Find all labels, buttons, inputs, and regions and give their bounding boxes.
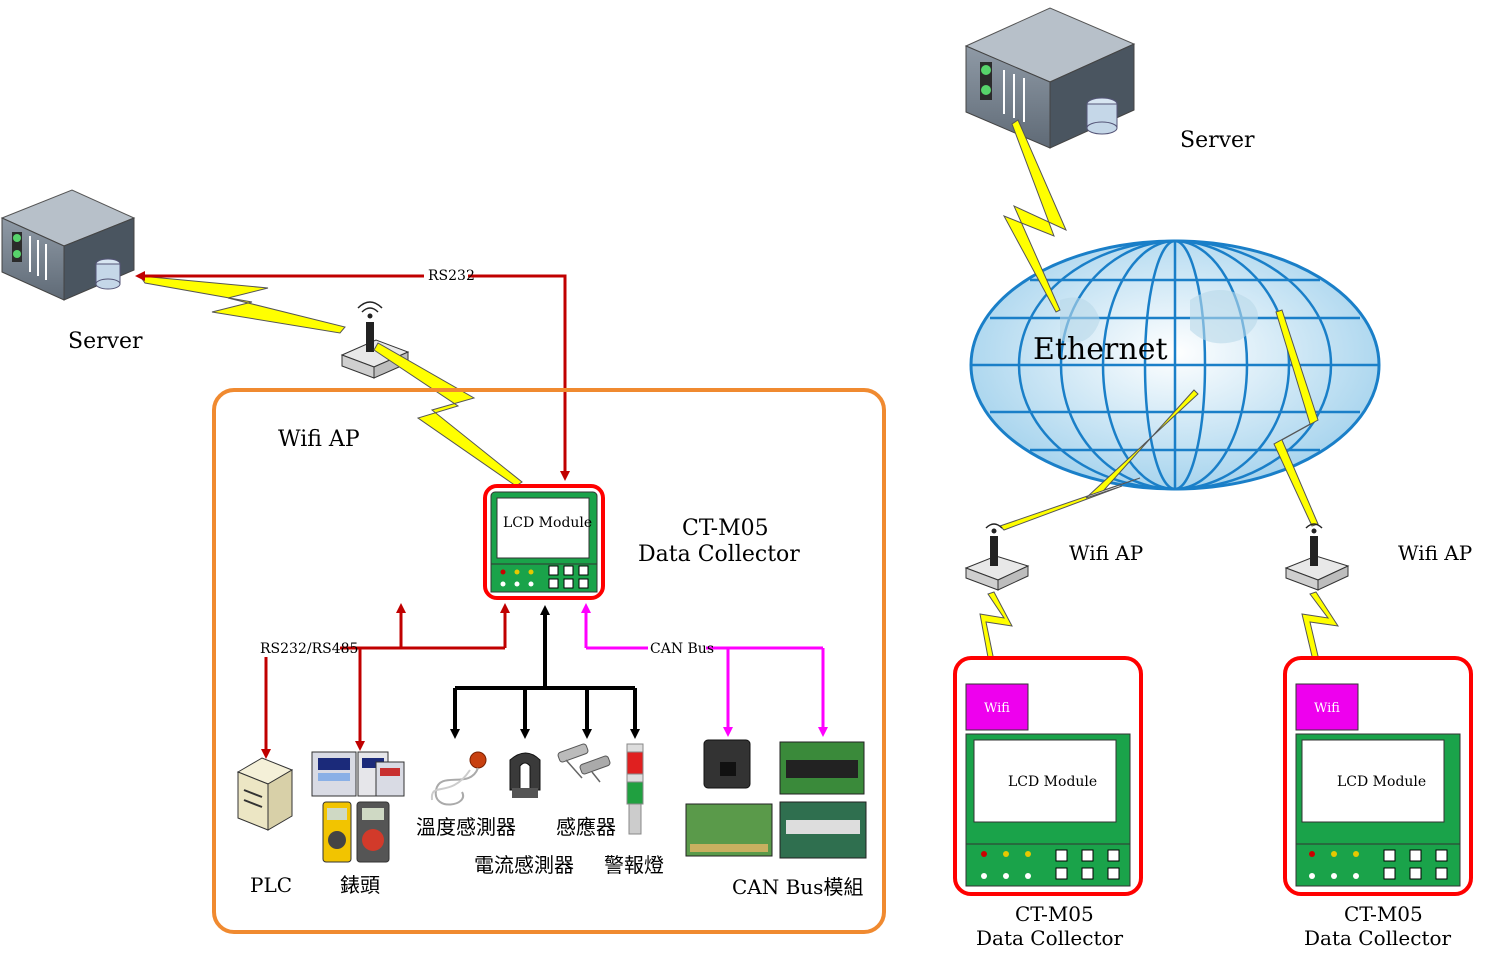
right-collector1-wifi-label: Wifi (984, 701, 1010, 716)
right-collector2-lcd-label: LCD Module (1337, 774, 1426, 790)
left-wifi-ap-label: Wifi AP (278, 427, 360, 452)
right-collector2-wifi-label: Wifi (1314, 701, 1340, 716)
current-sensor-icon (509, 752, 541, 798)
rs232-link-label: RS232 (428, 268, 475, 284)
lightning-server-globe (1002, 119, 1067, 313)
right-collector2-desc: Data Collector (1304, 926, 1452, 950)
can-bus-label: CAN Bus (650, 641, 714, 657)
right-collector1-desc: Data Collector (976, 926, 1124, 950)
plc-icon (236, 757, 294, 831)
left-lcd-label: LCD Module (503, 515, 592, 531)
ethernet-globe-icon (969, 239, 1381, 491)
lightning-ap-collector (373, 342, 523, 487)
right-collector1-device (953, 656, 1143, 896)
can-bus-link (581, 603, 828, 737)
right-wifi-ap2-label: Wifi AP (1398, 541, 1472, 565)
rs232-rs485-bus (258, 603, 510, 759)
meter-label: 錶頭 (340, 873, 380, 897)
field-devices-frame (212, 388, 886, 934)
can-module-icon (685, 739, 867, 859)
left-collector-desc: Data Collector (638, 542, 800, 567)
left-server-label: Server (68, 329, 143, 354)
sensor-label: 感應器 (556, 815, 616, 839)
right-wifi-ap1-label: Wifi AP (1069, 541, 1143, 565)
right-server-icon (964, 7, 1136, 149)
right-wifi-ap2-icon (1284, 523, 1350, 591)
left-collector-name: CT-M05 (682, 516, 769, 541)
alarm-light-icon (626, 743, 644, 835)
lightning-globe-ap1 (999, 389, 1199, 531)
current-sensor-label: 電流感測器 (474, 853, 574, 877)
right-collector2-name: CT-M05 (1344, 902, 1423, 926)
left-collector-device (483, 484, 605, 600)
right-collector2-device (1283, 656, 1473, 896)
meter-icon (311, 751, 405, 863)
sensor-bus (450, 605, 640, 739)
right-collector1-lcd-label: LCD Module (1008, 774, 1097, 790)
sensor-icon (557, 743, 611, 783)
right-server-label: Server (1180, 128, 1255, 153)
right-collector1-name: CT-M05 (1015, 902, 1094, 926)
alarm-light-label: 警報燈 (604, 853, 664, 877)
ethernet-label: Ethernet (1033, 332, 1168, 367)
left-server-icon (0, 189, 136, 301)
temp-sensor-icon (430, 751, 487, 806)
plc-label: PLC (250, 873, 292, 897)
right-wifi-ap1-icon (964, 523, 1030, 591)
rs232-rs485-label: RS232/RS485 (260, 641, 358, 657)
can-module-label: CAN Bus模組 (732, 875, 863, 899)
lightning-server-ap (138, 275, 346, 334)
lightning-globe-ap2 (1273, 309, 1319, 527)
temp-sensor-label: 溫度感測器 (416, 815, 516, 839)
rs232-link (135, 266, 570, 481)
left-wifi-ap-icon (340, 301, 410, 379)
